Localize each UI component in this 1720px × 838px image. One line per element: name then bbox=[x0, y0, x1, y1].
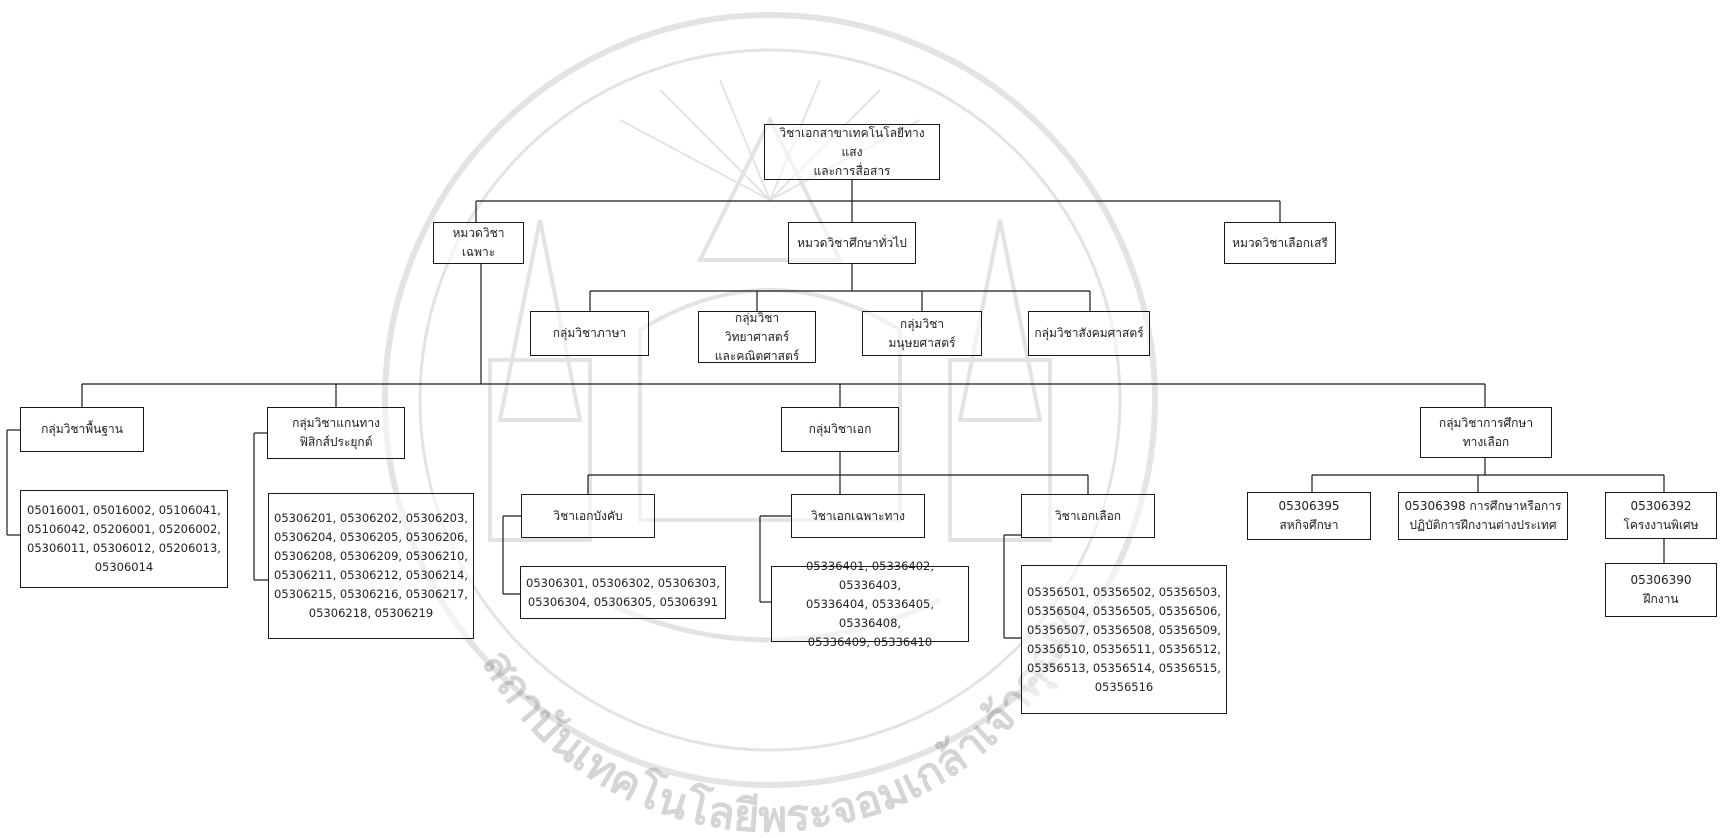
category-specific-label: หมวดวิชาเฉพาะ bbox=[452, 226, 505, 259]
group-core-label: กลุ่มวิชาแกนทาง ฟิสิกส์ประยุกต์ bbox=[292, 416, 380, 449]
codes-core: 05306201, 05306202, 05306203, 05306204, … bbox=[268, 493, 474, 639]
codes-major-required: 05306301, 05306302, 05306303, 05306304, … bbox=[520, 566, 726, 619]
group-basic-label: กลุ่มวิชาพื้นฐาน bbox=[41, 422, 123, 436]
major-elective: วิชาเอกเลือก bbox=[1021, 494, 1155, 538]
group-science-math: กลุ่มวิชาวิทยาศาสตร์ และคณิตศาสตร์ bbox=[698, 311, 816, 363]
group-language-label: กลุ่มวิชาภาษา bbox=[552, 326, 627, 340]
group-major: กลุ่มวิชาเอก bbox=[781, 407, 899, 452]
group-optional-label: กลุ่มวิชาการศึกษา ทางเลือก bbox=[1438, 415, 1534, 449]
optional-training: 05306390 ฝึกงาน bbox=[1605, 563, 1717, 617]
root-node: วิชาเอกสาขาเทคโนโลยีทางแสง และการสื่อสาร bbox=[764, 124, 940, 180]
group-social: กลุ่มวิชาสังคมศาสตร์ bbox=[1028, 311, 1150, 356]
codes-basic: 05016001, 05016002, 05106041, 05106042, … bbox=[20, 490, 228, 588]
major-required: วิชาเอกบังคับ bbox=[521, 494, 655, 538]
group-language: กลุ่มวิชาภาษา bbox=[530, 311, 649, 356]
codes-major-elective: 05356501, 05356502, 05356503, 05356504, … bbox=[1021, 565, 1227, 714]
group-humanities-label: กลุ่มวิชามนุษยศาสตร์ bbox=[888, 316, 956, 350]
codes-basic-text: 05016001, 05016002, 05106041, 05106042, … bbox=[27, 503, 221, 574]
major-required-label: วิชาเอกบังคับ bbox=[553, 508, 623, 523]
optional-coop-label: 05306395 สหกิจศึกษา bbox=[1278, 499, 1340, 532]
category-general: หมวดวิชาศึกษาทั่วไป bbox=[788, 222, 916, 264]
optional-project: 05306392 โครงงานพิเศษ bbox=[1605, 492, 1717, 539]
group-optional: กลุ่มวิชาการศึกษา ทางเลือก bbox=[1420, 407, 1552, 458]
major-specialized-label: วิชาเอกเฉพาะทาง bbox=[810, 508, 906, 523]
group-science-math-label: กลุ่มวิชาวิทยาศาสตร์ และคณิตศาสตร์ bbox=[714, 310, 800, 363]
root-label: วิชาเอกสาขาเทคโนโลยีทางแสง และการสื่อสาร bbox=[779, 125, 925, 178]
codes-core-text: 05306201, 05306202, 05306203, 05306204, … bbox=[274, 511, 468, 620]
codes-major-elective-text: 05356501, 05356502, 05356503, 05356504, … bbox=[1027, 584, 1221, 694]
optional-abroad: 05306398 การศึกษาหรือการ ปฏิบัติการฝึกงา… bbox=[1398, 492, 1568, 540]
group-core: กลุ่มวิชาแกนทาง ฟิสิกส์ประยุกต์ bbox=[267, 407, 405, 459]
codes-major-required-text: 05306301, 05306302, 05306303, 05306304, … bbox=[526, 575, 720, 609]
optional-training-label: 05306390 ฝึกงาน bbox=[1630, 573, 1692, 606]
codes-major-specialized-text: 05336401, 05336402, 05336403, 05336404, … bbox=[805, 558, 935, 649]
category-general-label: หมวดวิชาศึกษาทั่วไป bbox=[797, 235, 907, 250]
codes-major-specialized: 05336401, 05336402, 05336403, 05336404, … bbox=[771, 559, 969, 649]
category-elective-label: หมวดวิชาเลือกเสรี bbox=[1232, 235, 1328, 250]
category-specific: หมวดวิชาเฉพาะ bbox=[433, 222, 524, 264]
major-specialized: วิชาเอกเฉพาะทาง bbox=[791, 494, 925, 538]
group-humanities: กลุ่มวิชามนุษยศาสตร์ bbox=[862, 311, 982, 356]
optional-coop: 05306395 สหกิจศึกษา bbox=[1247, 492, 1371, 540]
group-basic: กลุ่มวิชาพื้นฐาน bbox=[20, 407, 144, 452]
category-elective: หมวดวิชาเลือกเสรี bbox=[1224, 222, 1336, 264]
group-social-label: กลุ่มวิชาสังคมศาสตร์ bbox=[1034, 326, 1144, 340]
group-major-label: กลุ่มวิชาเอก bbox=[808, 422, 872, 436]
major-elective-label: วิชาเอกเลือก bbox=[1054, 508, 1122, 523]
optional-abroad-label: 05306398 การศึกษาหรือการ ปฏิบัติการฝึกงา… bbox=[1404, 499, 1562, 532]
optional-project-label: 05306392 โครงงานพิเศษ bbox=[1623, 498, 1699, 532]
